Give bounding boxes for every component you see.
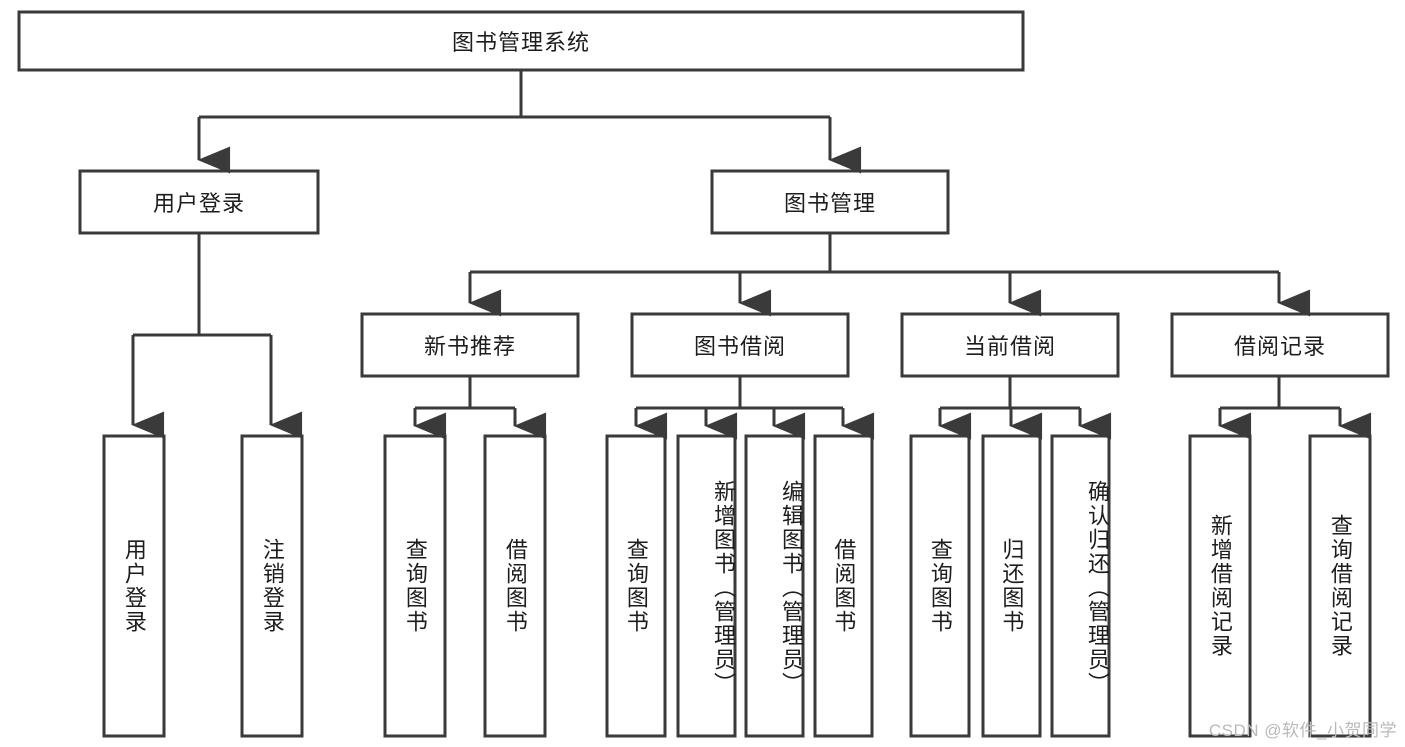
leaf-add-record-box[interactable] bbox=[1188, 434, 1252, 738]
node-book-borrow-box[interactable] bbox=[630, 312, 850, 378]
leaf-borrow-book-1-box[interactable] bbox=[483, 434, 547, 738]
leaf-edit-book-box[interactable] bbox=[744, 434, 805, 738]
leaf-borrow-book-2-box[interactable] bbox=[813, 434, 874, 738]
leaf-query-record-box[interactable] bbox=[1308, 434, 1372, 738]
node-root-box[interactable] bbox=[17, 10, 1025, 72]
node-new-book-recommend-box[interactable] bbox=[360, 312, 580, 378]
leaf-query-book-2-box[interactable] bbox=[605, 434, 667, 738]
leaf-logout-login-box[interactable] bbox=[240, 434, 304, 738]
node-book-manage-box[interactable] bbox=[710, 169, 950, 235]
leaf-query-book-1-box[interactable] bbox=[383, 434, 447, 738]
node-current-borrow-box[interactable] bbox=[900, 312, 1120, 378]
node-user-login-box[interactable] bbox=[78, 169, 320, 235]
leaf-query-book-3-box[interactable] bbox=[909, 434, 971, 738]
leaf-add-book-box[interactable] bbox=[676, 434, 737, 738]
leaf-return-book-box[interactable] bbox=[981, 434, 1042, 738]
leaf-user-login-box[interactable] bbox=[102, 434, 166, 738]
csdn-watermark: CSDN @软件_小贺同学 bbox=[1208, 721, 1397, 740]
leaf-confirm-return-box[interactable] bbox=[1050, 434, 1111, 738]
node-borrow-record-box[interactable] bbox=[1170, 312, 1390, 378]
